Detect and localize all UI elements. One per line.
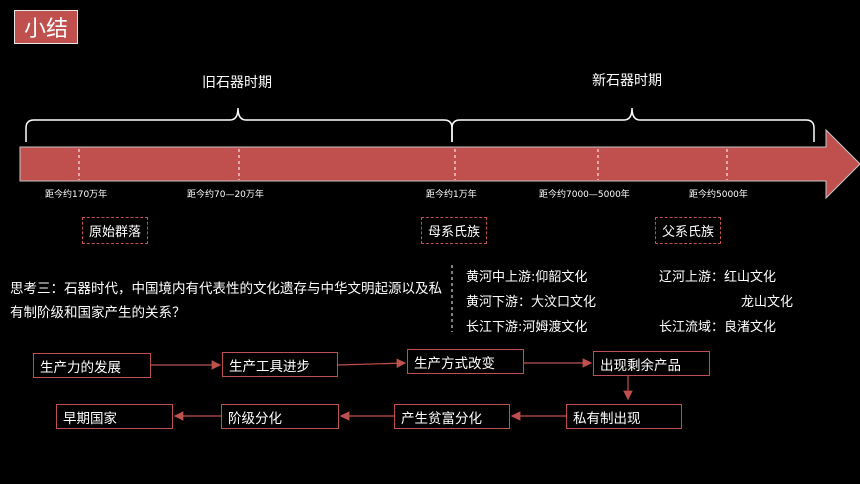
culture-item: 辽河上游：红山文化 bbox=[659, 270, 777, 285]
culture-item: 黄河中上游:仰韶文化 bbox=[466, 270, 588, 285]
society-stage: 母系氏族 bbox=[421, 217, 488, 244]
flow-box-productivity: 生产力的发展 bbox=[33, 353, 151, 378]
culture-item: 龙山文化 bbox=[741, 295, 794, 310]
tick-label: 距今约7000—5000年 bbox=[539, 190, 630, 200]
society-stage: 父系氏族 bbox=[655, 217, 722, 244]
timeline-arrow bbox=[19, 128, 860, 200]
question-text: 思考三：石器时代，中国境内有代表性的文化遗存与中华文明起源以及私有制阶级和国家产… bbox=[10, 281, 442, 321]
tick-label: 距今约70—20万年 bbox=[187, 190, 264, 200]
culture-item: 黄河下游：大汶口文化 bbox=[466, 295, 597, 310]
era-label-neolithic: 新石器时期 bbox=[592, 73, 662, 89]
flow-box-classes: 阶级分化 bbox=[221, 404, 339, 429]
arrow-tools-mode bbox=[337, 358, 407, 369]
paleolithic-brace bbox=[25, 107, 453, 142]
tick-label: 距今约170万年 bbox=[45, 190, 108, 200]
flow-box-mode: 生产方式改变 bbox=[407, 349, 524, 374]
page-title: 小结 bbox=[14, 10, 78, 44]
era-label-paleolithic: 旧石器时期 bbox=[202, 75, 272, 91]
society-stage: 原始群落 bbox=[82, 217, 149, 244]
flow-box-private: 私有制出现 bbox=[566, 404, 682, 429]
flow-box-state: 早期国家 bbox=[56, 404, 173, 429]
culture-item: 长江流域：良渚文化 bbox=[659, 320, 777, 335]
neolithic-brace bbox=[451, 107, 815, 142]
flow-box-surplus: 出现剩余产品 bbox=[593, 351, 710, 376]
culture-item: 长江下游:河姆渡文化 bbox=[466, 320, 588, 335]
tick-label: 距今约5000年 bbox=[689, 190, 748, 200]
tick-label: 距今约1万年 bbox=[426, 190, 477, 200]
flow-box-wealth: 产生贫富分化 bbox=[394, 404, 510, 429]
flow-box-tools: 生产工具进步 bbox=[222, 352, 338, 377]
